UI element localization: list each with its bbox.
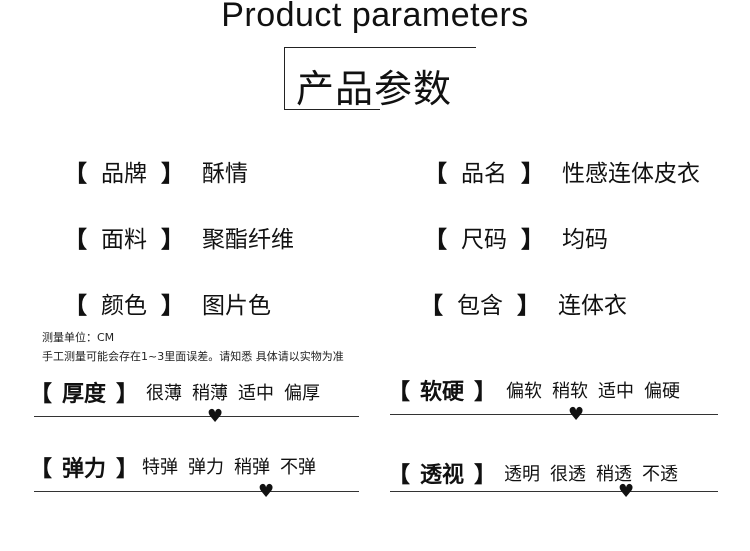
param-value: 均码 <box>562 227 608 253</box>
scale-option: 适中 <box>598 381 634 402</box>
scale-line-transparency <box>390 491 718 492</box>
scale-line-softness <box>390 414 718 415</box>
heart-icon: ♥ <box>618 481 635 502</box>
scale-option: 弹力 <box>188 457 224 478</box>
unit-note: 测量单位：CM <box>42 331 115 344</box>
scale-option: 不弹 <box>280 457 316 478</box>
param-label: 面料 <box>101 227 147 253</box>
param-value: 聚酯纤维 <box>202 227 294 253</box>
param-value: 图片色 <box>202 293 271 319</box>
param-label: 品名 <box>461 161 507 187</box>
scale-options-transparency: 透明很透稍透不透 <box>504 460 688 486</box>
param-row-color: 【颜色】图片色 <box>64 286 271 320</box>
scale-option: 稍弹 <box>234 457 270 478</box>
scale-option: 适中 <box>238 383 274 404</box>
scale-option: 偏厚 <box>284 383 320 404</box>
scale-title-softness: 【软硬】 <box>388 380 497 405</box>
scale-option: 稍软 <box>552 381 588 402</box>
scale-option: 稍透 <box>596 464 632 485</box>
param-value: 连体衣 <box>558 293 627 319</box>
page-title-english: Product parameters <box>221 0 529 34</box>
scale-option: 偏硬 <box>644 381 680 402</box>
page-title-chinese: 产品参数 <box>296 67 453 111</box>
param-row-size: 【尺码】均码 <box>424 220 608 254</box>
scale-line-thickness <box>34 416 359 417</box>
param-row-fabric: 【面料】聚酯纤维 <box>64 220 294 254</box>
param-row-brand: 【品牌】酥情 <box>64 154 248 188</box>
scale-title-transparency: 【透视】 <box>388 463 497 488</box>
param-label: 颜色 <box>101 293 147 319</box>
heart-icon: ♥ <box>568 404 585 425</box>
scale-option: 透明 <box>504 464 540 485</box>
scale-options-softness: 偏软稍软适中偏硬 <box>506 377 690 403</box>
param-value: 性感连体皮衣 <box>562 161 700 187</box>
param-value: 酥情 <box>202 161 248 187</box>
scale-title-elasticity: 【弹力】 <box>30 457 139 482</box>
param-label: 尺码 <box>461 227 507 253</box>
scale-option: 偏软 <box>506 381 542 402</box>
scale-line-elasticity <box>34 491 359 492</box>
heart-icon: ♥ <box>207 406 224 427</box>
scale-option: 特弹 <box>142 457 178 478</box>
scale-option: 稍薄 <box>192 383 228 404</box>
scale-title-thickness: 【厚度】 <box>30 382 139 407</box>
param-label: 品牌 <box>101 161 147 187</box>
param-label: 包含 <box>457 293 503 319</box>
scale-option: 很薄 <box>146 383 182 404</box>
scale-option: 不透 <box>642 464 678 485</box>
scale-options-thickness: 很薄稍薄适中偏厚 <box>146 379 330 405</box>
disclaimer-note: 手工测量可能会存在1~3里面误差。请知悉 具体请以实物为准 <box>42 350 344 363</box>
param-row-product-name: 【品名】性感连体皮衣 <box>424 154 700 188</box>
title-frame <box>284 47 476 110</box>
heart-icon: ♥ <box>258 481 275 502</box>
scale-option: 很透 <box>550 464 586 485</box>
param-row-includes: 【包含】连体衣 <box>420 286 627 320</box>
scale-options-elasticity: 特弹弹力稍弹不弹 <box>142 453 326 479</box>
